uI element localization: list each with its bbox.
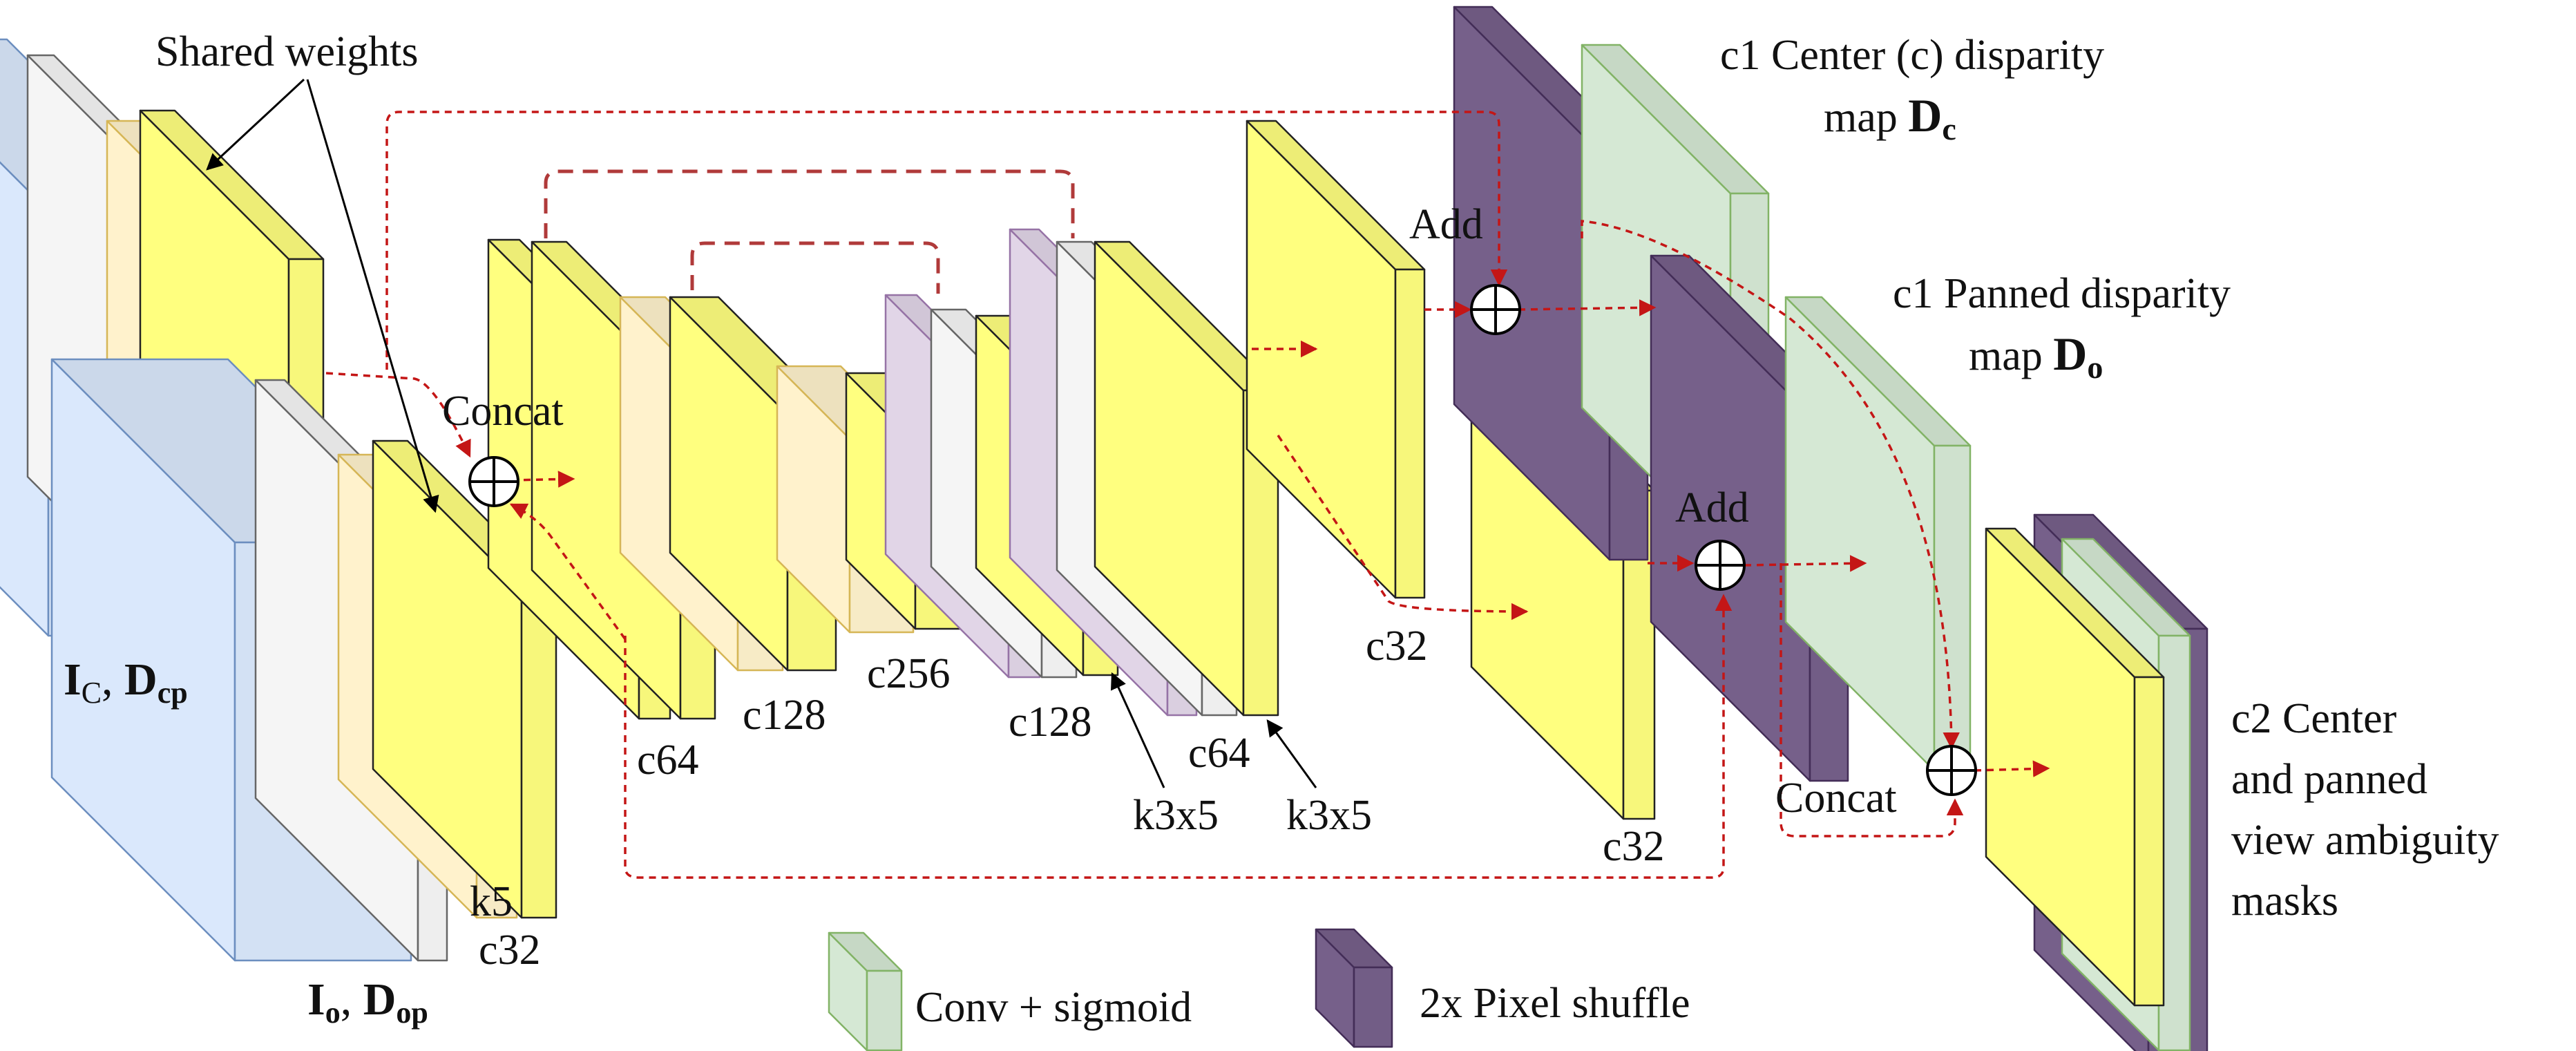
output-masks-line4: masks xyxy=(2231,878,2338,925)
flow-decoder-to-lower xyxy=(1277,435,1529,621)
output-yellow-masks xyxy=(1985,527,2165,1007)
output-masks-line2: and panned xyxy=(2231,756,2427,803)
legend-swatch-purple xyxy=(1315,928,1393,1048)
c64-label-a: c64 xyxy=(637,737,699,784)
flow-center-to-concat xyxy=(1581,220,1960,750)
output-panned-map: map xyxy=(1969,332,2053,379)
legend-pixel-shuffle-label: 2x Pixel shuffle xyxy=(1420,980,1690,1027)
decoder-block-c32-top xyxy=(1246,120,1426,599)
c64-label-b: c64 xyxy=(1188,730,1250,777)
concat-label-right: Concat xyxy=(1775,775,1897,822)
input-top-sub1: C xyxy=(82,676,102,710)
flow-long-skip-bottom xyxy=(624,594,1733,879)
output-center-sub: c xyxy=(1942,111,1956,146)
input-label-top: IC, Dcp xyxy=(64,654,188,710)
skip-connection-inner xyxy=(690,241,940,294)
add-operator-top xyxy=(1470,284,1521,335)
input-bottom-sym1: I xyxy=(307,974,325,1025)
output-masks-line1: c2 Center xyxy=(2231,695,2397,742)
flow-concat-out xyxy=(511,471,575,488)
concat-operator-left xyxy=(468,456,519,507)
k5-label: k5 xyxy=(470,878,513,925)
output-panned-sym: D xyxy=(2053,328,2087,380)
c128-label-b: c128 xyxy=(1009,699,1092,746)
k3x5-label-a: k3x5 xyxy=(1133,792,1219,839)
flow-add-to-green-lower xyxy=(1744,555,1867,572)
output-panned-line2: map Do xyxy=(1969,328,2103,385)
output-purple-panned xyxy=(1650,254,1849,782)
c32-label-top: c32 xyxy=(1366,623,1428,670)
c32-label-input: c32 xyxy=(479,927,541,974)
legend-swatch-green xyxy=(828,931,903,1051)
legend-conv-sigmoid-label: Conv + sigmoid xyxy=(915,984,1192,1031)
input-top-sub2: cp xyxy=(158,676,188,710)
input-bottom-sub2: op xyxy=(396,996,428,1030)
skip-connections xyxy=(544,169,1075,294)
c256-label: c256 xyxy=(867,650,951,697)
concat-label-left: Concat xyxy=(442,388,564,435)
skip-connection-outer xyxy=(544,169,1075,238)
output-center-line2: map Dc xyxy=(1824,89,1956,146)
pointer-arrows xyxy=(206,78,1317,788)
flow-long-skip-top xyxy=(385,111,1508,370)
flow-panned-to-concat xyxy=(1780,563,1964,837)
shared-weights-pointer-top xyxy=(206,78,305,171)
input-bottom-sym2: D xyxy=(363,974,397,1025)
output-panned-line1: c1 Panned disparity xyxy=(1893,270,2231,317)
input-top-sym1: I xyxy=(64,654,82,705)
layer-blocks xyxy=(0,6,2208,1051)
input-label-bottom: Io, Dop xyxy=(307,974,428,1030)
shared-weights-label: Shared weights xyxy=(155,28,419,75)
add-operator-bottom xyxy=(1695,540,1746,591)
output-panned-sub: o xyxy=(2087,350,2103,385)
input-top-sym2: D xyxy=(124,654,158,705)
k3x5-pointer-b xyxy=(1266,719,1317,788)
flow-top-input-to-concat xyxy=(325,372,471,458)
add-label-top: Add xyxy=(1409,201,1483,248)
flow-add-to-green xyxy=(1518,299,1657,316)
output-center-line1: c1 Center (c) disparity xyxy=(1720,32,2104,79)
input-bottom-sep: , xyxy=(341,974,363,1025)
input-top-sep: , xyxy=(102,654,124,705)
c128-label-a: c128 xyxy=(743,692,826,739)
operators xyxy=(468,284,1977,796)
concat-operator-right xyxy=(1926,745,1977,796)
output-green-panned xyxy=(1784,296,1972,772)
output-masks-line3: view ambiguity xyxy=(2231,817,2499,864)
c32-label-bottom: c32 xyxy=(1603,823,1665,870)
output-center-map: map xyxy=(1824,94,1908,141)
decoder-block-yellow-b xyxy=(1094,240,1279,717)
input-bottom-sub1: o xyxy=(325,996,341,1030)
add-label-bottom: Add xyxy=(1675,484,1749,531)
k3x5-pointer-a xyxy=(1111,672,1165,788)
k3x5-label-b: k3x5 xyxy=(1286,792,1372,839)
shared-weights-pointer-bottom xyxy=(306,79,439,513)
flow-arrows xyxy=(325,111,2050,879)
labels: Shared weights Concat Add Add Concat c64… xyxy=(64,28,2499,1031)
output-center-sym: D xyxy=(1908,89,1942,142)
